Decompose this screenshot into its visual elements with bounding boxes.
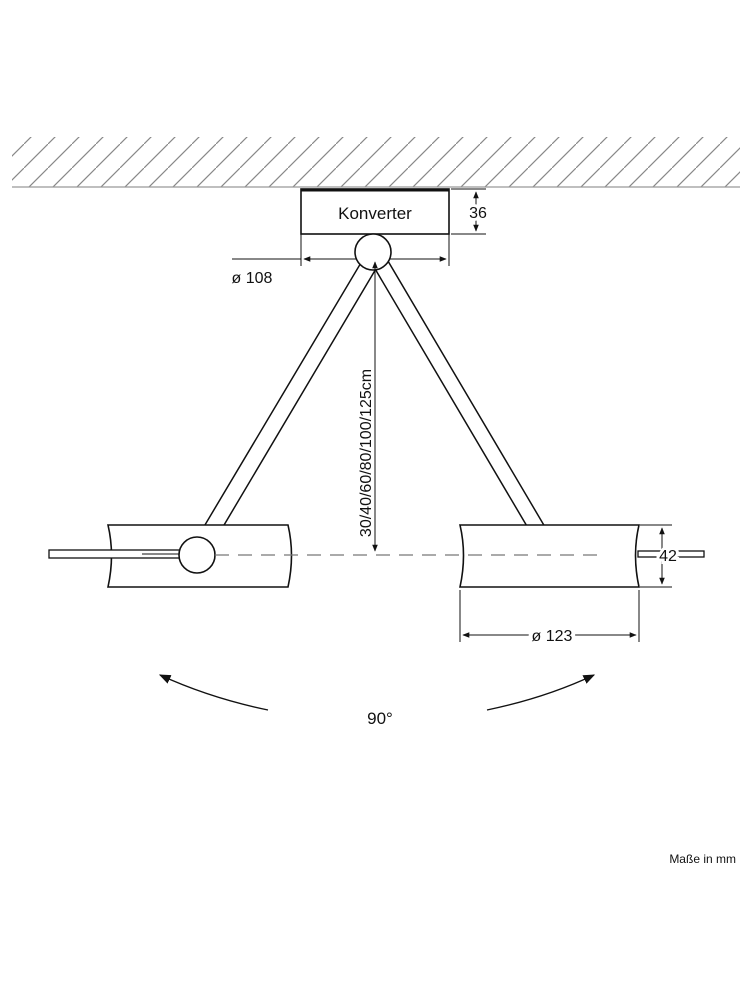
- left-lamp-head: [48, 524, 293, 588]
- converter-diameter-dimension: ø 108: [232, 234, 450, 287]
- converter-box: Konverter: [300, 188, 450, 235]
- converter-label: Konverter: [338, 204, 412, 223]
- pendulum-length-dimension: 30/40/60/80/100/125cm: [358, 261, 378, 552]
- head-diameter-label: ø 123: [532, 628, 573, 645]
- head-diameter-dimension: ø 123: [459, 590, 640, 649]
- ceiling: [12, 137, 740, 188]
- rotation-arrows: 90°: [158, 674, 596, 728]
- head-height-label: 42: [659, 548, 677, 565]
- converter-height-dimension: 36: [451, 188, 490, 235]
- converter-height-label: 36: [469, 205, 487, 222]
- units-footnote: Maße in mm: [669, 852, 736, 866]
- pendulum-length-label: 30/40/60/80/100/125cm: [358, 369, 375, 537]
- joint-ball: [354, 233, 392, 271]
- head-height-dimension: 42: [640, 524, 680, 588]
- rotation-angle-label: 90°: [367, 709, 393, 728]
- converter-diameter-label: ø 108: [232, 270, 273, 287]
- right-lamp-head: [458, 524, 705, 588]
